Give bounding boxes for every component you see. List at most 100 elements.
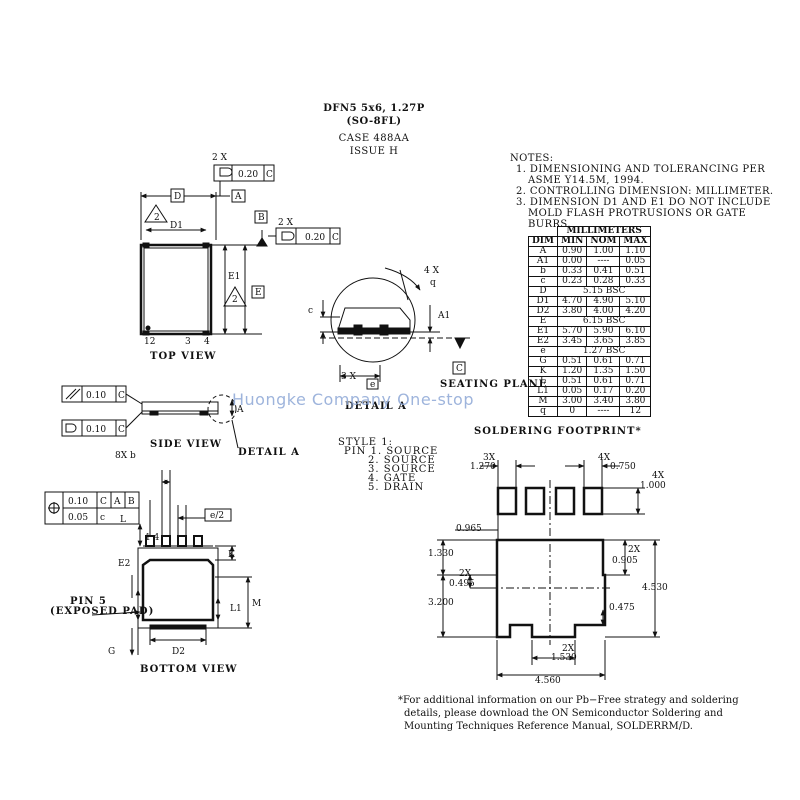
label-l1: L1 (230, 604, 242, 614)
style-pin: 2. SOURCE (368, 455, 436, 466)
datum-c: C (456, 364, 463, 374)
label-b-width: b (130, 451, 136, 461)
watermark: Huongke Company One-stop (232, 390, 474, 409)
fp-dim: 4.530 (642, 583, 668, 593)
label-d: D (174, 192, 181, 202)
notes-title: NOTES: (510, 153, 554, 164)
fp-dim: 4X (652, 471, 665, 481)
side-view (61, 385, 239, 449)
datum-a: A (234, 192, 242, 202)
label-2x-right: 2 X (278, 218, 294, 228)
label-2x-top: 2 X (212, 153, 228, 163)
exposed-pad-label: (EXPOSED PAD) (50, 606, 155, 617)
datum-ref-a: A (113, 497, 121, 507)
top-view (139, 164, 341, 336)
datum-ref-c: C (266, 170, 273, 180)
fp-dim: 2X (628, 545, 641, 555)
datum-ref-c: C (332, 233, 339, 243)
label-g: G (108, 647, 115, 657)
footnote: *For additional information on our Pb−Fr… (398, 694, 739, 733)
table-cell-value: 12 (619, 406, 652, 417)
label-8x: 8X (115, 451, 128, 461)
footnote-line: *For additional information on our Pb−Fr… (398, 695, 739, 706)
tol-010-side-2: 0.10 (86, 425, 106, 435)
detail-a-title: DETAIL A (345, 401, 407, 412)
note-line: ASME Y14.5M, 1994. (528, 175, 645, 186)
fp-dim: 3.200 (428, 598, 454, 608)
triangle-note-2: 2 (154, 213, 160, 223)
fp-dim: 3X (483, 453, 496, 463)
detail-a-view (320, 267, 470, 390)
style-pin: 4. GATE (368, 473, 417, 484)
pin-1-4: 1 4 (145, 533, 160, 543)
soldering-footprint (437, 460, 660, 680)
datum-ref-b: B (128, 497, 135, 507)
triangle-note-2: 2 (232, 295, 238, 305)
label-3x: 3 X (341, 372, 357, 382)
fp-dim: 0.750 (610, 462, 636, 472)
fp-dim: 0.495 (449, 579, 475, 589)
label-e: E (255, 288, 262, 298)
label-c-small: c (100, 513, 105, 523)
tol-020-top: 0.20 (238, 170, 258, 180)
label-k: K (228, 550, 235, 560)
detail-a-ref: DETAIL A (238, 447, 300, 458)
label-e-half: e/2 (210, 511, 224, 521)
fp-dim: 0.905 (612, 556, 638, 566)
notes-block: NOTES: 1. DIMENSIONING AND TOLERANCING P… (510, 153, 774, 230)
bottom-view-title: BOTTOM VIEW (140, 664, 238, 675)
pin-3: 3 (185, 337, 191, 347)
pin-4: 4 (204, 337, 210, 347)
label-c: c (308, 306, 313, 316)
tol-020-right: 0.20 (305, 233, 325, 243)
label-q: q (430, 278, 436, 288)
label-e-pitch: e (370, 380, 375, 390)
package-title: DFN5 5x6, 1.27P (323, 103, 425, 114)
top-view-title: TOP VIEW (150, 351, 217, 362)
label-d2: D2 (172, 647, 185, 657)
datum-ref-c: C (118, 425, 125, 435)
fp-dim: 1.330 (428, 549, 454, 559)
table-cell-value: ---- (586, 406, 621, 417)
label-l: L (120, 515, 126, 525)
note-line: MOLD FLASH PROTRUSIONS OR GATE (528, 208, 747, 219)
datum-ref-c: C (118, 391, 125, 401)
style-pin: PIN 1. SOURCE (344, 446, 439, 457)
fp-dim: 4X (598, 453, 611, 463)
fp-dim: 1.530 (551, 653, 577, 663)
side-view-title: SIDE VIEW (150, 439, 222, 450)
footprint-title: SOLDERING FOOTPRINT* (474, 426, 642, 437)
fp-dim: 0.965 (456, 524, 482, 534)
label-a-height: A (236, 405, 244, 415)
label-e1: E1 (228, 272, 240, 282)
datum-ref-c: C (100, 497, 107, 507)
pin5-label: PIN 5 (70, 596, 107, 607)
fp-dim: 2X (562, 644, 575, 654)
pin-1-2: 12 (144, 337, 155, 347)
footnote-line: Mounting Techniques Reference Manual, SO… (404, 721, 693, 732)
note-line: 2. CONTROLLING DIMENSION: MILLIMETER. (516, 186, 774, 197)
fp-dim: 1.000 (640, 481, 666, 491)
fp-dim: 2X (459, 569, 472, 579)
style-title: STYLE 1: (338, 437, 393, 448)
package-subtitle: (SO-8FL) (346, 116, 402, 127)
bottom-view (44, 470, 252, 656)
case-number: CASE 488AA (338, 133, 410, 144)
label-a1: A1 (437, 311, 450, 321)
pinout-style: STYLE 1: PIN 1. SOURCE 2. SOURCE 3. SOUR… (338, 437, 439, 493)
note-line: BURRS. (528, 219, 571, 230)
fp-dim: 1.270 (470, 462, 496, 472)
label-4x: 4 X (424, 266, 440, 276)
note-line: 1. DIMENSIONING AND TOLERANCING PER (516, 164, 766, 175)
datum-b: B (258, 213, 265, 223)
tol-010-bottom: 0.10 (68, 497, 88, 507)
fp-dim: 4.560 (535, 676, 561, 686)
issue-label: ISSUE H (349, 146, 399, 157)
label-e2: E2 (118, 559, 130, 569)
tol-010-side: 0.10 (86, 391, 106, 401)
